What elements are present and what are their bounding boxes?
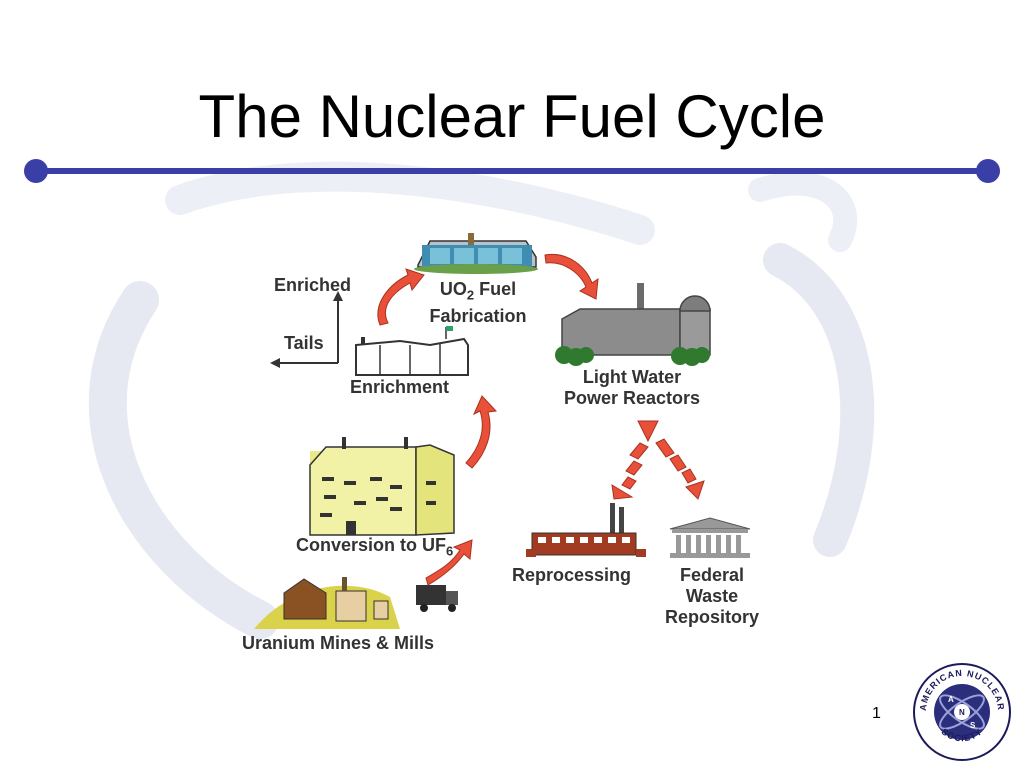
repository-line3: Repository bbox=[664, 607, 760, 627]
enriched-tails-arrows bbox=[270, 291, 343, 368]
logo-text-bottom: SOCIETY bbox=[940, 726, 984, 743]
slide-title: The Nuclear Fuel Cycle bbox=[198, 83, 826, 150]
svg-text:SOCIETY: SOCIETY bbox=[940, 726, 985, 743]
fabrication-subscript: 2 bbox=[466, 287, 475, 303]
reactors-line1: Light Water bbox=[582, 367, 682, 387]
logo-letter-n: N bbox=[959, 708, 965, 717]
enrichment-plant-icon bbox=[355, 326, 469, 376]
fabrication-to-reactor-arrow bbox=[544, 253, 599, 300]
label-reprocessing: Reprocessing bbox=[512, 565, 632, 585]
enrichment-to-fabrication-arrow bbox=[377, 268, 425, 326]
reactors-line2: Power Reactors bbox=[563, 388, 701, 408]
label-conversion: Conversion to UF6 bbox=[296, 535, 453, 562]
fuel-fabrication-plant-icon bbox=[414, 233, 538, 274]
reactor-to-repository-arrow bbox=[655, 438, 705, 500]
label-tails: Tails bbox=[284, 333, 324, 353]
label-enriched: Enriched bbox=[274, 275, 352, 295]
power-reactor-icon bbox=[555, 283, 711, 366]
repository-line1: Federal bbox=[679, 565, 745, 585]
logo-letter-a: A bbox=[948, 695, 954, 704]
conversion-plant-icon bbox=[309, 437, 455, 536]
reactor-split-arrow-top bbox=[637, 420, 659, 443]
label-waste-repository: Federal Waste Repository bbox=[652, 565, 772, 628]
repository-line2: Waste bbox=[685, 586, 739, 606]
fuel-cycle-diagram: Enriched Tails Enrichment UO2 Fuel Fabri… bbox=[240, 215, 800, 665]
label-fuel-fabrication: UO2 Fuel Fabrication bbox=[418, 279, 538, 327]
reactor-to-reprocessing-arrow bbox=[611, 442, 649, 500]
title-divider bbox=[24, 159, 1000, 183]
conversion-subscript: 6 bbox=[446, 543, 454, 559]
uranium-mine-icon bbox=[254, 577, 458, 629]
label-uranium-mines: Uranium Mines & Mills bbox=[242, 633, 435, 653]
flow-arrows bbox=[377, 253, 705, 586]
mines-to-conversion-arrow bbox=[425, 539, 473, 586]
diagram-graphics bbox=[254, 233, 751, 629]
reprocessing-plant-icon bbox=[526, 503, 646, 557]
slide-number: 1 bbox=[872, 705, 881, 722]
fabrication-fuel: Fuel bbox=[474, 279, 517, 299]
conversion-text: Conversion to UF bbox=[296, 535, 447, 555]
repository-building-icon bbox=[669, 517, 751, 558]
label-enrichment: Enrichment bbox=[350, 377, 450, 397]
conversion-to-enrichment-arrow bbox=[465, 395, 498, 469]
fabrication-uo: UO bbox=[439, 279, 467, 299]
fabrication-line2: Fabrication bbox=[429, 305, 527, 326]
ans-logo: AMERICAN NUCLEAR SOCIETY A N S bbox=[913, 663, 1011, 761]
label-power-reactors: Light Water Power Reactors bbox=[552, 367, 712, 409]
logo-letter-s: S bbox=[970, 721, 976, 730]
